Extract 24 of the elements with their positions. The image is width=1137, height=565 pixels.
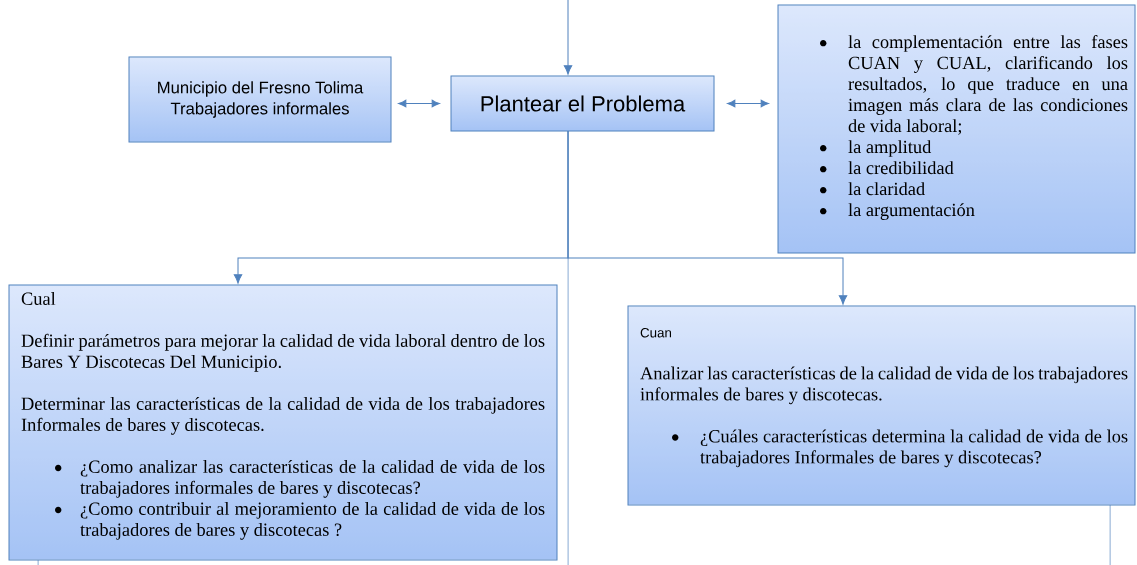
paragraph: Analizar las características de la calidad de vida de los trabajadores informales de bares y discotecas.: [640, 366, 1128, 405]
bullet-item: la argumentación: [820, 203, 975, 220]
text-box: [8, 284, 558, 561]
paragraph: Determinar las características de la calidad de vida de los trabajadores Informales de bares y discotecas.: [21, 396, 545, 435]
bullet-item: la claridad: [820, 182, 925, 196]
box-text: Plantear el Problema: [481, 95, 686, 112]
box-heading: Cuan: [640, 328, 671, 338]
bullet-list-box: [777, 4, 1136, 254]
process-box: [450, 75, 715, 132]
box-text: Municipio del Fresno Tolima: [158, 81, 364, 97]
text-box: [627, 305, 1136, 506]
arrow: [727, 99, 769, 108]
info-box: [128, 56, 392, 143]
bullet-item: ¿Cuáles características determina la calidad de vida de los trabajadores Informales de bares y discotecas?: [672, 429, 1128, 468]
bullet-item: ¿Como contribuir al mejoramiento de la calidad de vida de los trabajadores de bares y discotecas ?: [55, 502, 545, 540]
arrow: [398, 99, 440, 108]
bullet-item: la amplitud: [820, 140, 932, 157]
paragraph: Definir parámetros para mejorar la calidad de vida laboral dentro de los Bares Y Discotecas Del Municipio.: [21, 333, 545, 372]
bullet-item: ¿Como analizar las características de la calidad de vida de los trabajadores informales de bares y discotecas?: [55, 459, 545, 498]
bullet-item: la credibilidad: [820, 161, 954, 175]
box-text: Trabajadores informales: [170, 102, 349, 118]
bullet-item: la complementación entre las fases CUAN y CUAL, clarificando los resultados, lo que traduce en una imagen más clara de las condiciones de vida laboral;: [820, 35, 1128, 135]
box-heading: Cual: [21, 292, 56, 305]
arrow: [563, 0, 573, 75]
